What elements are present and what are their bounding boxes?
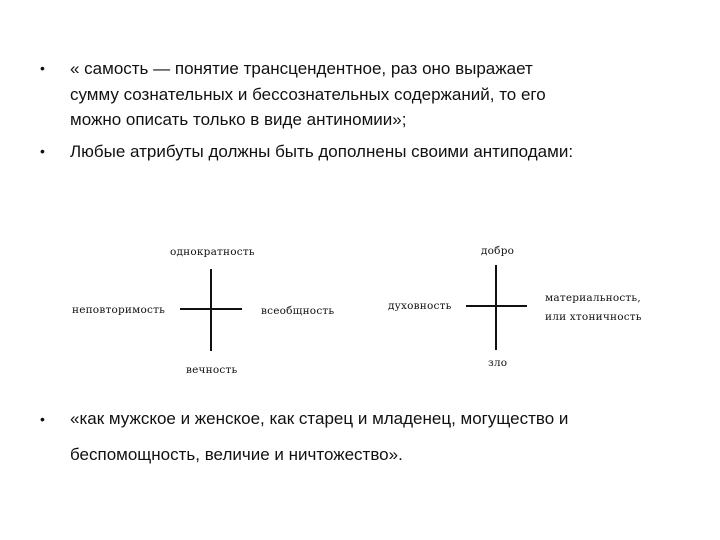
diagram-label-left: духовность <box>388 300 452 312</box>
text-line: беспомощность, величие и ничтожество». <box>70 445 403 464</box>
diagram-label-left: неповторимость <box>72 304 165 316</box>
diagram-label-right: всеобщность <box>261 305 335 317</box>
diagram-label-top: добро <box>481 245 515 257</box>
bullet-text: « самость — понятие трансцендентное, раз… <box>70 56 546 133</box>
horizontal-axis <box>466 305 527 307</box>
bullet-marker: • <box>40 411 45 427</box>
diagram-label-bottom: зло <box>488 357 508 369</box>
text-line: сумму сознательных и бессознательных сод… <box>70 84 546 104</box>
diagram-label-top: однократность <box>170 246 255 258</box>
bullet-marker: • <box>40 143 45 159</box>
bullet-text: Любые атрибуты должны быть дополнены сво… <box>70 139 573 165</box>
vertical-axis <box>495 265 497 350</box>
vertical-axis <box>210 269 212 351</box>
text-line: «как мужское и женское, как старец и мла… <box>70 409 569 428</box>
bullet-marker: • <box>40 60 45 76</box>
bullet-text: «как мужское и женское, как старец и мла… <box>70 401 568 473</box>
diagram-label-right-1: материальность, <box>545 292 641 304</box>
diagram-label-right-2: или хтоничность <box>545 311 642 323</box>
horizontal-axis <box>180 308 242 310</box>
text-line: можно описать только в виде антиномии»; <box>70 110 407 129</box>
diagram-label-bottom: вечность <box>186 364 238 376</box>
text-line: Любые атрибуты должны быть дополнены сво… <box>70 142 574 161</box>
text-line: « самость — понятие трансцендентное, раз… <box>70 59 533 78</box>
